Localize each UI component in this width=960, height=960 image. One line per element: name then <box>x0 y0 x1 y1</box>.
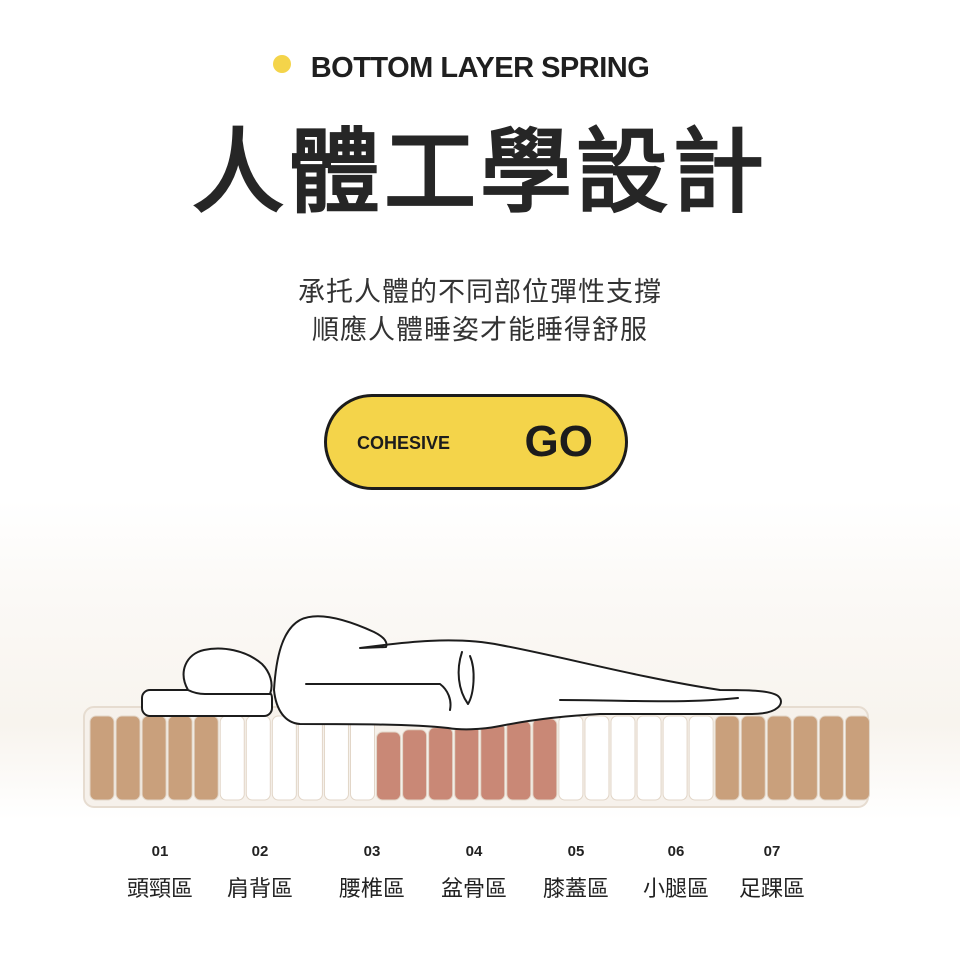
body-outline <box>273 615 782 731</box>
badge-big-text: GO <box>524 417 593 466</box>
spring-coil <box>662 715 688 801</box>
zone-label: 腰椎區 <box>338 877 405 902</box>
spring-coil <box>89 715 115 801</box>
spring-coil <box>167 715 193 801</box>
spring-coil <box>844 715 870 801</box>
zone-number: 03 <box>363 843 381 860</box>
zone-label: 肩背區 <box>226 877 293 902</box>
spring-coil <box>740 715 766 801</box>
zone-label: 膝蓋區 <box>542 877 609 902</box>
zone-number: 07 <box>763 843 781 860</box>
zone-number: 05 <box>567 843 585 860</box>
eyebrow-heading: BOTTOM LAYER SPRING <box>0 52 960 85</box>
yellow-dot-icon <box>273 55 291 73</box>
zone-label: 足踝區 <box>738 877 805 902</box>
spring-coil <box>193 715 219 801</box>
spring-coil <box>297 715 323 801</box>
spring-coil <box>584 715 610 801</box>
spring-coil <box>766 715 792 801</box>
leg-line <box>559 697 739 703</box>
spring-coil <box>323 715 349 801</box>
cohesive-go-badge[interactable]: COHESIVE GO <box>324 394 628 490</box>
zone-label: 盆骨區 <box>440 877 507 902</box>
spring-coil <box>402 729 428 801</box>
spring-coil <box>115 715 141 801</box>
spring-coil <box>141 715 167 801</box>
sleeping-figure <box>182 615 782 731</box>
subtitle-line-1: 承托人體的不同部位彈性支撐 <box>298 277 662 308</box>
zone-number: 01 <box>151 843 169 860</box>
spring-coil <box>350 715 375 801</box>
hip-line <box>457 651 475 705</box>
spring-coil <box>376 731 402 801</box>
subtitle-line-2: 順應人體睡姿才能睡得舒服 <box>312 315 648 346</box>
spring-coil <box>558 715 584 801</box>
spring-coil <box>688 715 714 801</box>
spring-coil <box>245 715 271 801</box>
spring-row <box>89 715 870 801</box>
spring-coil <box>818 715 844 801</box>
spring-coil <box>454 724 480 801</box>
spring-coil <box>480 722 506 801</box>
spring-coil <box>506 720 532 801</box>
spring-coil <box>219 715 245 801</box>
badge-small-text: COHESIVE <box>357 433 451 453</box>
zone-number: 04 <box>465 843 483 860</box>
spring-coil <box>714 715 740 801</box>
zone-number: 06 <box>667 843 685 860</box>
spring-coil <box>610 715 636 801</box>
zone-number: 02 <box>251 843 269 860</box>
zone-label: 小腿區 <box>642 877 709 902</box>
zone-label: 頭頸區 <box>126 877 193 902</box>
spring-coil <box>532 718 558 801</box>
spring-coil <box>792 715 818 801</box>
spring-coil <box>428 727 454 801</box>
spring-coil <box>636 715 662 801</box>
arm-line <box>305 683 452 711</box>
spring-coil <box>271 715 297 801</box>
head <box>182 647 273 695</box>
page-title: 人體工學設計 <box>191 119 768 226</box>
